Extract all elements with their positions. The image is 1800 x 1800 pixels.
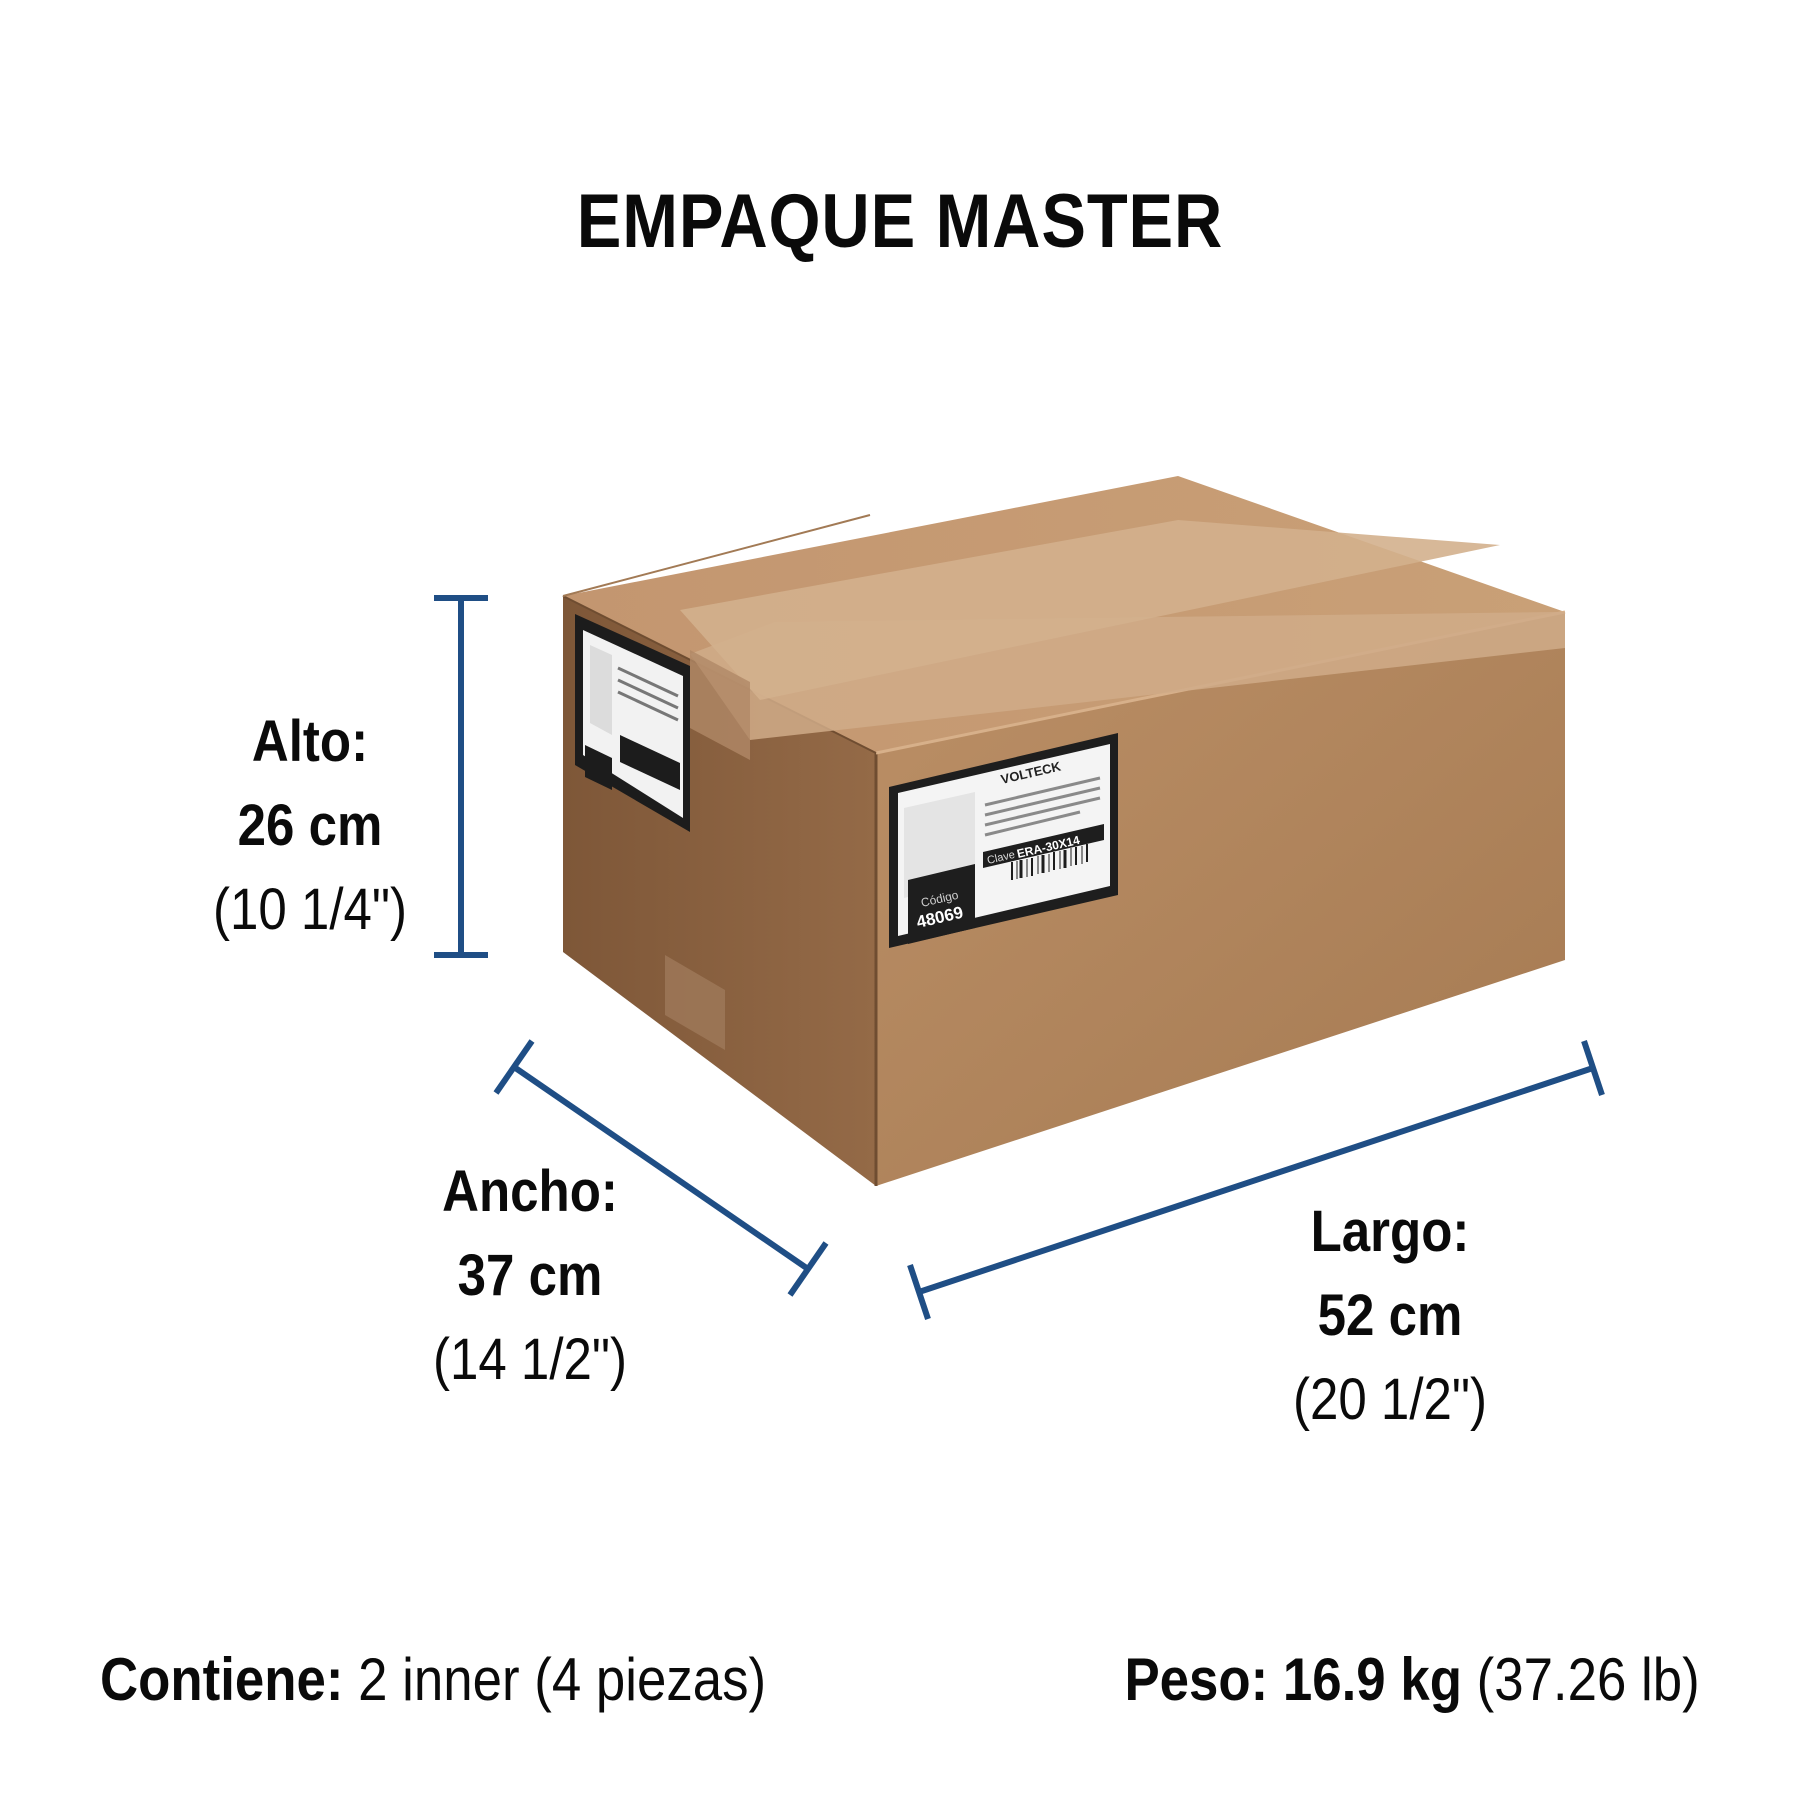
barcode	[1011, 844, 1088, 880]
height-label: Alto:	[251, 709, 369, 774]
width-metric: 37 cm	[457, 1243, 603, 1308]
contents-label: Contiene:	[100, 1646, 344, 1713]
height-metric: 26 cm	[237, 793, 383, 858]
page-title: EMPAQUE MASTER	[576, 179, 1224, 264]
height-dimension-line	[434, 595, 488, 958]
length-dimension-line	[907, 1040, 1605, 1320]
width-label: Ancho:	[442, 1159, 618, 1224]
contents-info: Contiene: 2 inner (4 piezas)	[100, 1645, 766, 1714]
weight-value: 16.9 kg	[1283, 1646, 1463, 1713]
weight-info: Peso: 16.9 kg (37.26 lb)	[1125, 1645, 1700, 1714]
width-dimension-line	[493, 1039, 829, 1297]
weight-label: Peso:	[1124, 1646, 1269, 1713]
height-dimension: Alto: 26 cm (10 1/4")	[196, 700, 425, 952]
weight-imperial: (37.26 lb)	[1476, 1646, 1700, 1713]
height-imperial: (10 1/4")	[212, 877, 408, 942]
front-shipping-label: Código 48069 VOLTECK Clave ERA-30X14	[889, 733, 1118, 948]
length-metric: 52 cm	[1317, 1283, 1463, 1348]
length-label: Largo:	[1310, 1199, 1470, 1264]
side-shipping-label	[575, 614, 690, 832]
contents-value: 2 inner (4 piezas)	[358, 1646, 767, 1713]
width-imperial: (14 1/2")	[432, 1327, 628, 1392]
length-imperial: (20 1/2")	[1292, 1367, 1488, 1432]
width-dimension: Ancho: 37 cm (14 1/2")	[398, 1150, 662, 1402]
length-dimension: Largo: 52 cm (20 1/2")	[1258, 1190, 1522, 1442]
